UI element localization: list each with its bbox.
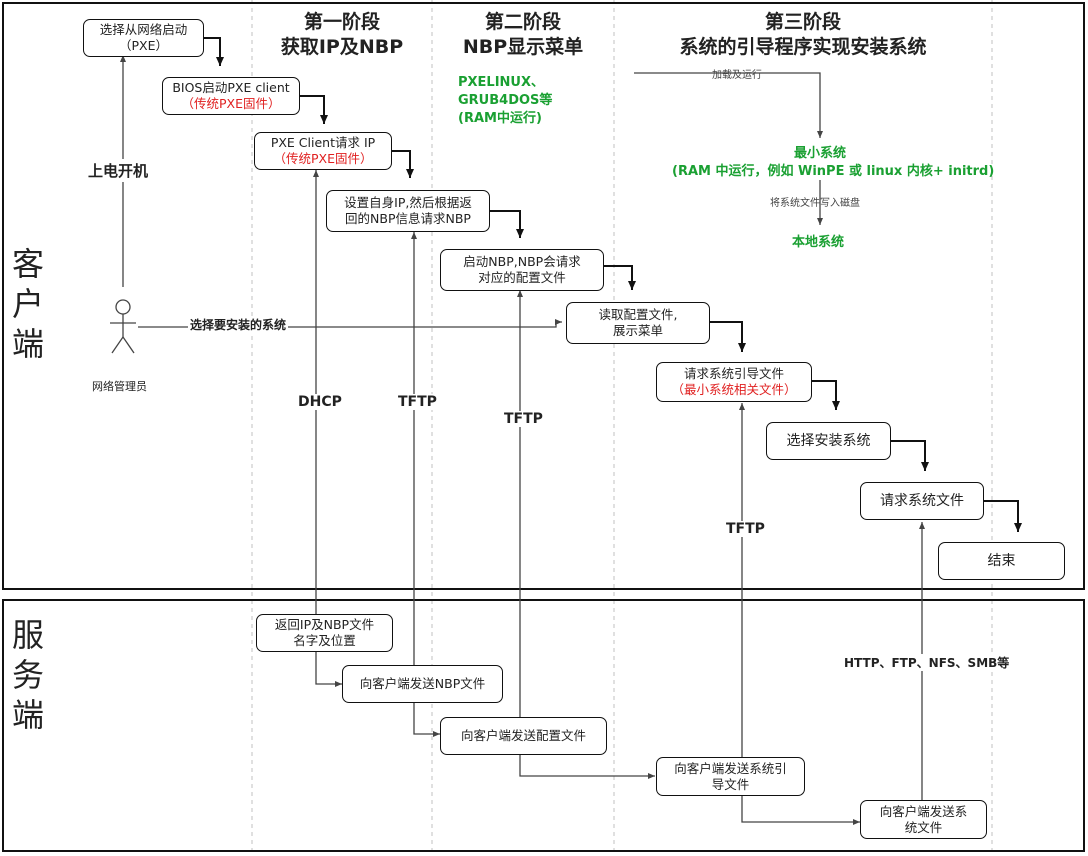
- min-system-label: 最小系统: [794, 146, 847, 161]
- tftp-label-2: TFTP: [502, 411, 545, 427]
- box-send-sys-line1: 向客户端发送系: [879, 803, 968, 819]
- box-start-nbp-line1: 启动NBP,NBP会请求: [463, 254, 581, 269]
- box-bios-line1: BIOS启动PXE client: [172, 80, 290, 95]
- client-flow-arrows: [204, 37, 1022, 532]
- box-return-ip-line1: 返回IP及NBP文件: [274, 617, 375, 632]
- box-start-nbp: 启动NBP,NBP会请求 对应的配置文件: [440, 249, 604, 291]
- box-set-ip-line1: 设置自身IP,然后根据返: [344, 195, 472, 210]
- box-req-boot: 请求系统引导文件 （最小系统相关文件）: [656, 362, 812, 402]
- box-req-boot-line2: （最小系统相关文件）: [671, 382, 797, 397]
- box-set-ip-line2: 回的NBP信息请求NBP: [345, 211, 471, 226]
- box-end-text: 结束: [987, 553, 1016, 569]
- box-send-config-text: 向客户端发送配置文件: [460, 728, 586, 743]
- write-disk-label: 将系统文件写入磁盘: [770, 198, 860, 209]
- box-pxe-ip-line1: PXE Client请求 IP: [270, 135, 376, 150]
- box-send-sys-line2: 统文件: [904, 819, 943, 835]
- box-req-sys-text: 请求系统文件: [880, 493, 964, 509]
- box-return-ip-line2: 名字及位置: [293, 633, 356, 648]
- client-section-frame: [2, 2, 1085, 590]
- power-on-label: 上电开机: [86, 159, 151, 182]
- protocols-label: HTTP、FTP、NFS、SMB等: [842, 654, 1012, 671]
- box-choose-sys-text: 选择安装系统: [786, 433, 871, 449]
- box-net-boot-line2: （PXE）: [119, 38, 168, 53]
- client-section-label: 客户端: [11, 245, 44, 363]
- server-section-frame: [2, 599, 1085, 852]
- box-req-sys: 请求系统文件: [860, 482, 984, 520]
- tftp-label-1: TFTP: [396, 394, 439, 410]
- stage3-header: 第三阶段 系统的引导程序实现安装系统: [614, 10, 992, 60]
- box-return-ip: 返回IP及NBP文件 名字及位置: [256, 614, 393, 652]
- box-pxe-ip-line2: （传统PXE固件）: [273, 151, 373, 166]
- box-send-nbp-text: 向客户端发送NBP文件: [359, 676, 486, 691]
- tftp-label-3: TFTP: [724, 521, 767, 537]
- stage-dividers: [251, 0, 993, 856]
- box-send-nbp: 向客户端发送NBP文件: [342, 665, 503, 703]
- load-run-label: 加载及运行: [712, 70, 762, 81]
- box-send-config: 向客户端发送配置文件: [440, 717, 607, 755]
- box-choose-sys: 选择安装系统: [766, 422, 891, 460]
- stage1-title: 第一阶段: [303, 11, 380, 33]
- box-bios-line2: （传统PXE固件）: [181, 96, 281, 111]
- box-read-config: 读取配置文件, 展示菜单: [566, 302, 710, 344]
- box-read-config-line2: 展示菜单: [612, 323, 663, 338]
- box-start-nbp-line2: 对应的配置文件: [478, 270, 566, 285]
- dhcp-label: DHCP: [296, 394, 344, 410]
- box-end: 结束: [938, 542, 1065, 580]
- choose-install-arrow: [138, 319, 562, 328]
- box-send-sys: 向客户端发送系 统文件: [860, 800, 987, 839]
- box-read-config-line1: 读取配置文件,: [598, 307, 678, 322]
- box-net-boot-line1: 选择从网络启动: [99, 22, 188, 37]
- stage1-header: 第一阶段 获取IP及NBP: [252, 10, 432, 60]
- box-pxe-ip: PXE Client请求 IP （传统PXE固件）: [254, 132, 392, 170]
- box-set-ip: 设置自身IP,然后根据返 回的NBP信息请求NBP: [326, 190, 490, 232]
- stage3-flow: [634, 72, 823, 225]
- stage2-note-line2: GRUB4DOS等: [458, 93, 553, 108]
- client-server-connectors: [313, 170, 925, 825]
- box-bios: BIOS启动PXE client （传统PXE固件）: [162, 77, 300, 115]
- stage3-subtitle: 系统的引导程序实现安装系统: [679, 36, 927, 58]
- min-system-detail: (RAM 中运行，例如 WinPE 或 linux 内核+ initrd): [672, 164, 995, 179]
- stage1-subtitle: 获取IP及NBP: [280, 36, 404, 58]
- stage2-note-line3: (RAM中运行): [458, 111, 542, 126]
- admin-label: 网络管理员: [92, 380, 147, 393]
- stage2-note-line1: PXELINUX、: [458, 75, 545, 90]
- stage2-title: 第二阶段: [484, 11, 561, 33]
- box-net-boot: 选择从网络启动 （PXE）: [83, 19, 204, 57]
- choose-install-label: 选择要安装的系统: [188, 316, 289, 333]
- box-send-boot-line2: 导文件: [711, 776, 750, 792]
- local-system-label: 本地系统: [792, 235, 845, 250]
- box-req-boot-line1: 请求系统引导文件: [683, 366, 784, 381]
- stage2-note: PXELINUX、 GRUB4DOS等 (RAM中运行): [458, 74, 552, 128]
- box-send-boot-line1: 向客户端发送系统引: [674, 760, 787, 776]
- box-send-boot: 向客户端发送系统引 导文件: [656, 757, 805, 796]
- stage3-title: 第三阶段: [764, 11, 841, 33]
- stage2-header: 第二阶段 NBP显示菜单: [432, 10, 614, 60]
- stage2-subtitle: NBP显示菜单: [462, 36, 584, 58]
- server-section-label: 服务端: [11, 616, 44, 734]
- admin-figure: [110, 299, 136, 354]
